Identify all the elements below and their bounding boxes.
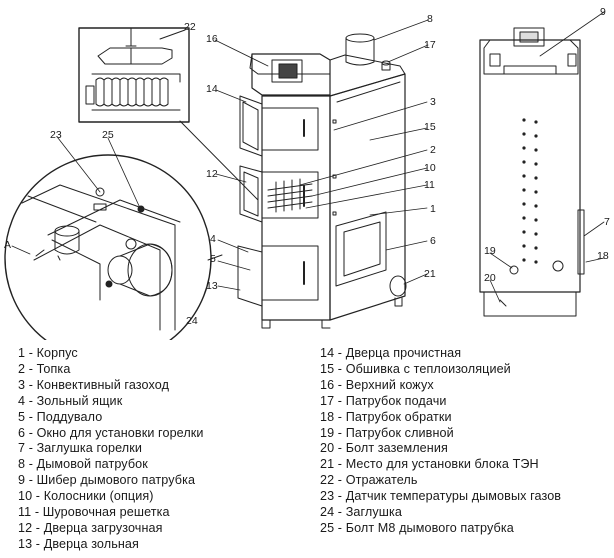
legend-item: 8 - Дымовой патрубок [18, 457, 148, 472]
legend-item: 4 - Зольный ящик [18, 393, 123, 408]
legend-item: 7 - Заглушка горелки [18, 441, 142, 456]
callout-6: 6 [430, 235, 436, 247]
callout-20: 20 [484, 272, 496, 284]
callout-18: 18 [597, 250, 609, 262]
callout-labels: 1 2 3 4 5 6 7 8 9 10 11 12 13 14 15 16 1… [4, 6, 610, 327]
legend-item: 25 - Болт М8 дымового патрубка [320, 520, 514, 535]
legend-item: 3 - Конвективный газоход [18, 377, 170, 392]
legend-item: 16 - Верхний кожух [320, 377, 434, 392]
callout-14: 14 [206, 83, 218, 95]
legend-item: 6 - Окно для установки горелки [18, 425, 204, 440]
callout-17: 17 [424, 39, 436, 51]
callout-7: 7 [604, 216, 610, 228]
legend-item: 18 - Патрубок обратки [320, 409, 452, 424]
legend-item: 20 - Болт заземления [320, 441, 448, 456]
callout-12: 12 [206, 168, 218, 180]
legend-item: 5 - Поддувало [18, 409, 103, 424]
legend: 1 - Корпус 2 - Топка 3 - Конвективный га… [0, 346, 614, 558]
callout-10: 10 [424, 162, 436, 174]
legend-item: 23 - Датчик температуры дымовых газов [320, 489, 562, 504]
leader-lines [11, 11, 605, 303]
legend-item: 11 - Шуровочная решетка [18, 505, 170, 520]
callout-25: 25 [102, 129, 114, 141]
legend-left-column: 1 - Корпус 2 - Топка 3 - Конвективный га… [18, 346, 204, 553]
callout-9: 9 [600, 6, 606, 18]
legend-item: 2 - Топка [18, 361, 71, 376]
callout-16: 16 [206, 33, 218, 45]
callout-5: 5 [210, 253, 216, 265]
sensor-detail-circle [4, 154, 223, 362]
callout-21: 21 [424, 268, 436, 280]
legend-item: 1 - Корпус [18, 346, 78, 360]
callout-23: 23 [50, 129, 62, 141]
callout-1: 1 [430, 203, 436, 215]
legend-item: 9 - Шибер дымового патрубка [18, 473, 196, 488]
legend-item: 19 - Патрубок сливной [320, 425, 454, 440]
legend-right-column: 14 - Дверца прочистная 15 - Обшивка с те… [320, 346, 561, 537]
rear-bolt-holes [522, 118, 538, 264]
callout-8: 8 [427, 13, 433, 25]
legend-item: 10 - Колосники (опция) [18, 489, 154, 504]
callout-2: 2 [430, 144, 436, 156]
callout-11: 11 [424, 179, 435, 191]
legend-item: 17 - Патрубок подачи [320, 393, 447, 408]
reflector-detail-inset [78, 27, 259, 201]
callout-24: 24 [186, 315, 198, 327]
legend-item: 14 - Дверца прочистная [320, 346, 462, 360]
callout-3: 3 [430, 96, 436, 108]
legend-item: 22 - Отражатель [320, 473, 418, 488]
callout-13: 13 [206, 280, 218, 292]
legend-item: 12 - Дверца загрузочная [18, 520, 163, 535]
boiler-main-view [237, 33, 407, 329]
legend-item: 15 - Обшивка с теплоизоляцией [320, 361, 511, 376]
boiler-rear-view [479, 27, 585, 317]
boiler-drawing: 1 2 3 4 5 6 7 8 9 10 11 12 13 14 15 16 1… [4, 6, 610, 362]
legend-item: 13 - Дверца зольная [18, 536, 139, 551]
legend-item: 21 - Место для установки блока ТЭН [320, 457, 539, 472]
callout-4: 4 [210, 233, 216, 245]
boiler-diagram: 1 2 3 4 5 6 7 8 9 10 11 12 13 14 15 16 1… [4, 6, 610, 362]
callout-15: 15 [424, 121, 436, 133]
callout-22: 22 [184, 21, 196, 33]
callout-19: 19 [484, 245, 496, 257]
legend-item: 24 - Заглушка [320, 505, 402, 520]
section-marker: A [4, 239, 11, 251]
